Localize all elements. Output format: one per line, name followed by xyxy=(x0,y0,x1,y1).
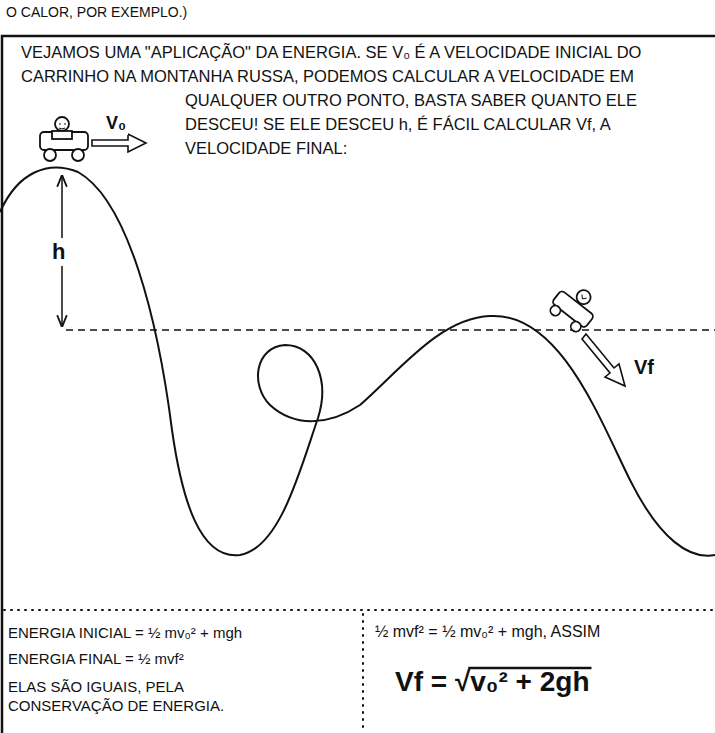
velocity-symbol: Vf xyxy=(632,355,656,380)
coaster-track xyxy=(0,168,715,556)
wrap-spacer xyxy=(20,40,21,88)
velocity-arrow xyxy=(582,334,625,386)
equation-text: ENERGIA FINAL = ½ mvf² xyxy=(8,650,184,669)
equation-text: ½ mvf² = ½ mv₀² + mgh, ASSIM xyxy=(375,622,600,642)
panel-frame xyxy=(2,36,715,733)
wrap-spacer xyxy=(20,88,185,208)
result-formula: Vf = √v₀² + 2gh xyxy=(395,664,589,699)
continued-text: O CALOR, POR EXEMPLO.) xyxy=(6,4,187,22)
coaster-car xyxy=(40,117,88,161)
separator xyxy=(362,614,364,733)
equation-text: ENERGIA INICIAL = ½ mv₀² + mgh xyxy=(8,624,242,643)
coaster-car xyxy=(546,278,604,335)
separator xyxy=(4,609,715,611)
note-text: ELAS SÃO IGUAIS, PELA CONSERVAÇÃO DE ENE… xyxy=(8,678,278,716)
height-symbol: h xyxy=(50,238,67,266)
velocity-arrow xyxy=(92,134,146,152)
reference-line xyxy=(66,329,715,330)
velocity-symbol: V₀ xyxy=(104,112,128,135)
